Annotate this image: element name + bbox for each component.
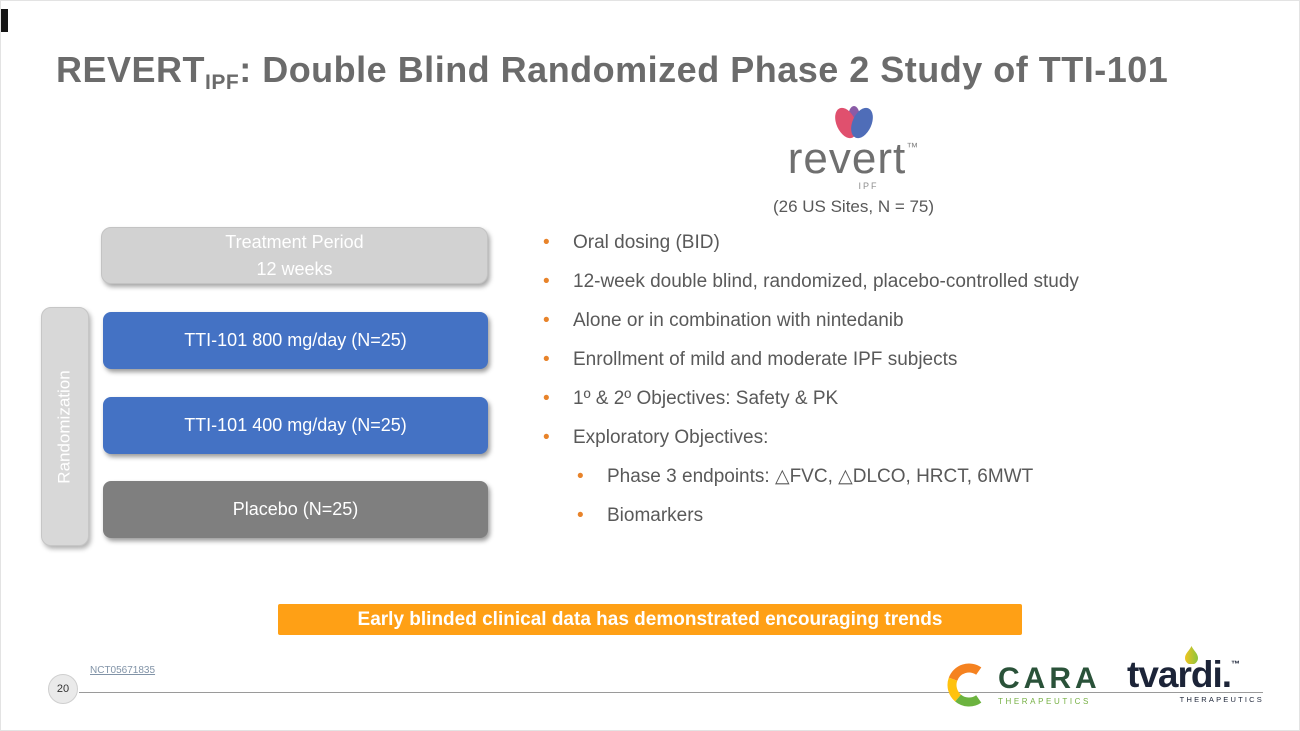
list-item-text: Enrollment of mild and moderate IPF subj… xyxy=(573,349,958,370)
list-item-sub: • Phase 3 endpoints: △FVC, △DLCO, HRCT, … xyxy=(577,465,1253,489)
revert-wordmark: revert™ xyxy=(761,137,946,181)
page-number: 20 xyxy=(56,683,70,695)
lungs-icon xyxy=(834,106,873,139)
study-arm-400mg: TTI-101 400 mg/day (N=25) xyxy=(103,397,488,454)
randomization-box: Randomization xyxy=(41,307,89,546)
bullet-icon: • xyxy=(577,505,584,526)
bullet-icon: • xyxy=(543,388,550,409)
cara-wordmark: CARA THERAPEUTICS xyxy=(998,662,1101,707)
highlight-banner-text: Early blinded clinical data has demonstr… xyxy=(357,608,943,630)
list-item: • Oral dosing (BID) xyxy=(543,231,1253,255)
cara-name: CARA xyxy=(998,662,1101,695)
cara-subtitle: THERAPEUTICS xyxy=(998,697,1091,706)
list-item: • 1º & 2º Objectives: Safety & PK xyxy=(543,387,1253,411)
title-prefix: REVERT xyxy=(56,49,206,90)
tvardi-trademark: ™ xyxy=(1231,659,1241,669)
nct-trial-link[interactable]: NCT05671835 xyxy=(90,665,156,676)
sites-count-text: (26 US Sites, N = 75) xyxy=(772,197,935,216)
study-arm-placebo: Placebo (N=25) xyxy=(103,481,488,538)
revert-trademark: ™ xyxy=(906,140,920,154)
list-item-text: Phase 3 endpoints: △FVC, △DLCO, HRCT, 6M… xyxy=(607,466,1034,487)
cara-therapeutics-logo: CARA THERAPEUTICS xyxy=(947,663,1101,707)
title-subscript: IPF xyxy=(205,71,240,94)
title-suffix: : Double Blind Randomized Phase 2 Study … xyxy=(239,49,1169,90)
list-item-sub: • Biomarkers xyxy=(577,504,1253,528)
page-number-badge: 20 xyxy=(48,674,78,704)
list-item-text: Oral dosing (BID) xyxy=(573,232,720,253)
list-item: • 12-week double blind, randomized, plac… xyxy=(543,270,1253,294)
footer-divider xyxy=(79,692,1263,693)
revert-wordmark-text: revert xyxy=(787,134,907,183)
flame-icon xyxy=(1185,646,1198,664)
tvardi-wordmark: tvardi.™ xyxy=(1127,646,1272,695)
corner-mark xyxy=(1,9,8,32)
bullet-icon: • xyxy=(543,349,550,370)
revert-ipf-label: IPF xyxy=(858,181,879,191)
list-item: • Alone or in combination with nintedani… xyxy=(543,309,1253,333)
study-arm-label: TTI-101 400 mg/day (N=25) xyxy=(184,415,407,435)
tvardi-subtitle: THERAPEUTICS xyxy=(1179,695,1264,704)
highlight-banner: Early blinded clinical data has demonstr… xyxy=(278,604,1022,635)
bullet-icon: • xyxy=(543,271,550,292)
list-item-text: 12-week double blind, randomized, placeb… xyxy=(573,271,1079,292)
list-item: • Enrollment of mild and moderate IPF su… xyxy=(543,348,1253,372)
list-item-text: Biomarkers xyxy=(607,505,704,526)
bullet-icon: • xyxy=(577,466,584,487)
list-item-text: Exploratory Objectives: xyxy=(573,427,769,448)
bullet-list: • Oral dosing (BID) • 12-week double bli… xyxy=(543,231,1253,543)
tvardi-name: tvardi. xyxy=(1127,654,1232,695)
list-item: • Exploratory Objectives: xyxy=(543,426,1253,450)
revert-logo: revert™ IPF (26 US Sites, N = 75) xyxy=(761,101,946,217)
study-arm-label: Placebo (N=25) xyxy=(232,499,359,519)
tvardi-therapeutics-logo: tvardi.™ THERAPEUTICS xyxy=(1127,646,1272,704)
page-title: REVERTIPF: Double Blind Randomized Phase… xyxy=(56,49,1169,94)
cara-ring-icon xyxy=(947,663,982,707)
bullet-icon: • xyxy=(543,427,550,448)
randomization-label: Randomization xyxy=(55,369,74,484)
list-item-text: 1º & 2º Objectives: Safety & PK xyxy=(573,388,839,409)
treatment-period-line2: 12 weeks xyxy=(256,258,333,279)
bullet-icon: • xyxy=(543,232,550,253)
bullet-icon: • xyxy=(543,310,550,331)
study-arm-label: TTI-101 800 mg/day (N=25) xyxy=(184,330,407,350)
list-item-text: Alone or in combination with nintedanib xyxy=(573,310,904,331)
treatment-period-box: Treatment Period 12 weeks xyxy=(101,227,488,284)
treatment-period-line1: Treatment Period xyxy=(225,232,364,253)
study-arm-800mg: TTI-101 800 mg/day (N=25) xyxy=(103,312,488,369)
